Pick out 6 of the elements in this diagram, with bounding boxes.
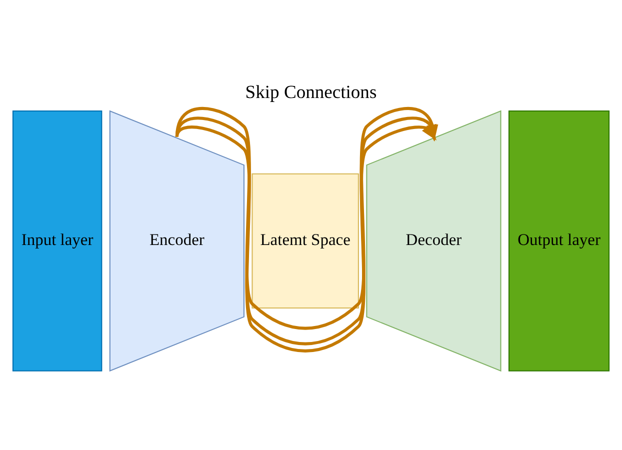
- node-box: Output layer: [508, 110, 610, 372]
- diagram-title: Skip Connections: [245, 82, 377, 104]
- node-box: Decoder: [366, 110, 502, 372]
- node-box: Encoder: [109, 110, 244, 372]
- node-box: Input layer: [12, 110, 102, 372]
- node-box: Latemt Space: [252, 173, 359, 308]
